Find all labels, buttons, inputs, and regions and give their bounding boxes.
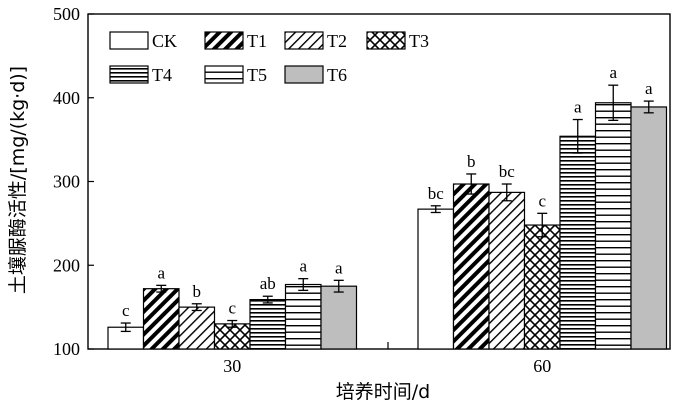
significance-label: a [609, 63, 617, 82]
significance-label: a [299, 257, 307, 276]
significance-label: c [538, 191, 546, 210]
significance-label: b [467, 152, 476, 171]
bar-T3-60 [523, 224, 561, 350]
bar-T1-60 [452, 183, 490, 350]
legend-swatch-T1 [204, 31, 244, 50]
bar-T5-30 [284, 283, 322, 350]
significance-label: ab [260, 274, 276, 293]
legend-label-T5: T5 [247, 65, 267, 85]
legend-label-T2: T2 [327, 31, 347, 51]
significance-label: b [193, 282, 202, 301]
bar-T1-30 [142, 288, 180, 350]
legend-label-T1: T1 [247, 31, 267, 51]
y-tick-label: 200 [53, 255, 80, 275]
bar-T2-60 [488, 191, 526, 350]
legend-swatch-CK [109, 31, 149, 50]
bar-T5-60 [594, 102, 632, 350]
legend-swatch-T6 [284, 65, 324, 84]
bar-T2-30 [178, 306, 216, 350]
x-tick-label: 60 [533, 356, 551, 376]
bar-CK-60 [417, 208, 455, 350]
legend-label-T6: T6 [327, 65, 347, 85]
legend-swatch-T2 [284, 31, 324, 50]
significance-label: a [335, 258, 343, 277]
y-tick-label: 500 [53, 4, 80, 24]
significance-label: bc [428, 184, 445, 203]
y-tick-label: 400 [53, 88, 80, 108]
significance-label: a [574, 98, 582, 117]
legend-swatch-T3 [366, 31, 406, 50]
legend-label-CK: CK [152, 31, 177, 51]
significance-label: bc [499, 162, 516, 181]
significance-label: c [122, 301, 130, 320]
y-tick-label: 100 [53, 339, 80, 359]
y-axis-title: 土壤脲酶活性/[mg/(kg·d)] [7, 66, 29, 294]
x-tick-label: 30 [223, 356, 241, 376]
bar-T4-30 [249, 298, 287, 350]
significance-label: c [228, 299, 236, 318]
legend-label-T4: T4 [152, 65, 172, 85]
x-axis-title: 培养时间/d [336, 381, 430, 403]
bar-T4-60 [559, 135, 597, 350]
legend-swatch-T5 [204, 65, 244, 84]
bar-T6-60 [630, 106, 668, 350]
legend-swatch-T4 [109, 65, 149, 84]
bar-T6-30 [320, 285, 358, 350]
y-tick-label: 300 [53, 172, 80, 192]
legend-label-T3: T3 [409, 31, 429, 51]
significance-label: a [645, 79, 653, 98]
significance-label: a [157, 263, 165, 282]
